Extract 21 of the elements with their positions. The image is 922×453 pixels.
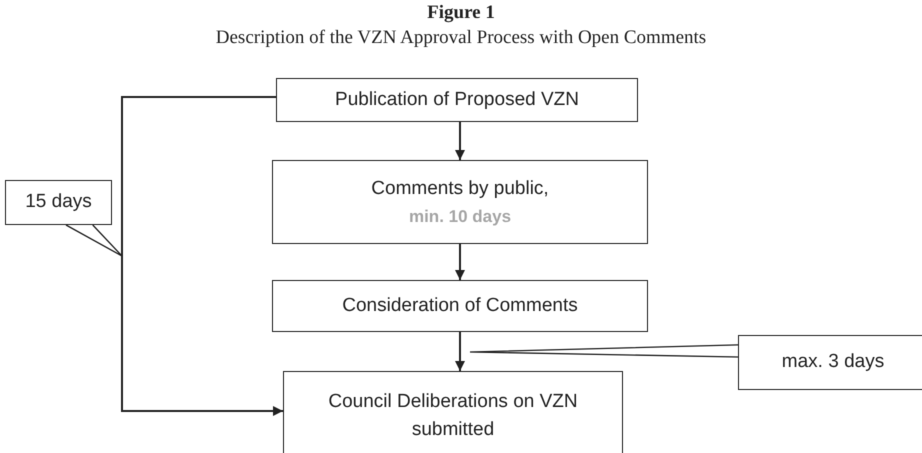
node-label: Comments by public, <box>371 177 549 201</box>
arrow <box>455 244 465 280</box>
node-label: 15 days <box>25 190 92 214</box>
node-label: Publication of Proposed VZN <box>335 88 579 112</box>
figure-caption: Description of the VZN Approval Process with Open Comments <box>214 27 708 49</box>
callout-box <box>738 335 922 390</box>
process-box <box>276 78 638 122</box>
arrow <box>455 332 465 371</box>
node-label: Council Deliberations on VZN submitted <box>327 390 579 442</box>
duration-note: min. 10 days <box>408 206 512 228</box>
arrow <box>455 122 465 160</box>
leader-line <box>469 344 738 358</box>
bracket-arrow <box>121 96 283 416</box>
figure-title: Figure 1 <box>426 2 496 24</box>
callout-box <box>5 180 112 225</box>
process-box <box>272 160 648 244</box>
leader-line <box>66 224 123 257</box>
process-box <box>283 371 623 453</box>
node-label: Consideration of Comments <box>342 294 578 318</box>
process-box <box>272 280 648 332</box>
node-label: max. 3 days <box>782 350 884 374</box>
